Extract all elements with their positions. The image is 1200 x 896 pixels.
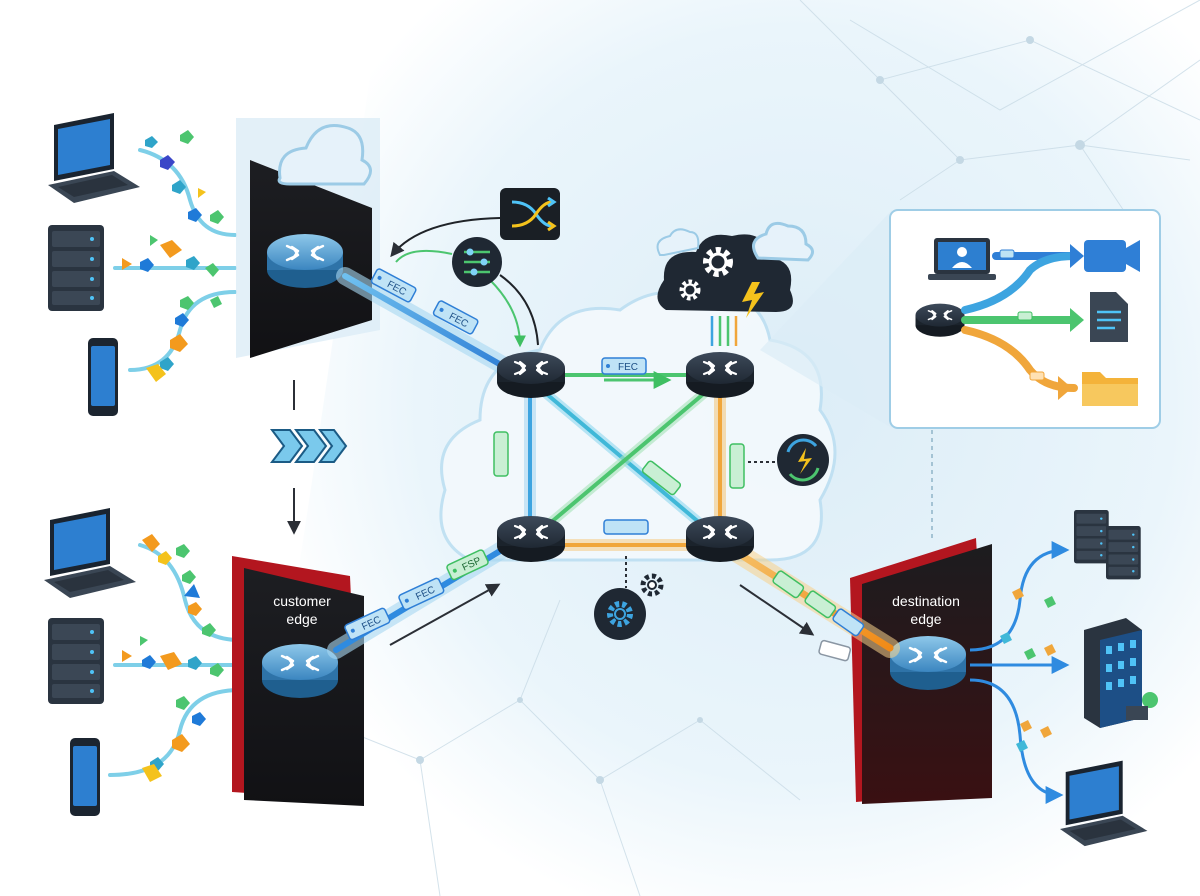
- cloud-icon: [656, 228, 700, 256]
- gear-icon: [640, 573, 664, 597]
- document-icon: [1090, 292, 1128, 342]
- egress-packets: [1000, 588, 1056, 752]
- server-icon: [1106, 526, 1141, 580]
- background-network-nodes: [416, 36, 1085, 784]
- tag-fec-bottom-1: FEC: [344, 607, 391, 641]
- building-icon: [1084, 618, 1158, 728]
- customer-edge-panel: customer edge: [232, 556, 364, 806]
- router-icon: [260, 642, 340, 700]
- beam-top-ingress: [336, 267, 524, 381]
- tag-fsp-bottom: FSP: [446, 549, 489, 581]
- customer-edge-label-line1: customer: [273, 593, 331, 609]
- traffic-classification-panel: [760, 209, 1161, 540]
- data-packets-bottom: [122, 534, 224, 782]
- smartphone-icon: [88, 338, 118, 416]
- monitor-user-icon: [928, 238, 996, 280]
- sliders-icon: [452, 237, 502, 287]
- cloud-icon: [752, 221, 814, 262]
- gear-settings-cluster: [594, 556, 664, 640]
- refresh-icon: [777, 434, 829, 486]
- server-icon: [1074, 510, 1109, 564]
- destination-edge-label-line1: destination: [892, 593, 960, 609]
- flow-arrow-ingress: [389, 583, 501, 646]
- gear-icon: [607, 601, 633, 627]
- controller-links: [390, 217, 539, 348]
- chevron-arrows-icon: [270, 429, 348, 463]
- orchestration-feeds: [710, 316, 738, 346]
- egress-links: [969, 541, 1070, 804]
- router-icon: [495, 350, 567, 400]
- ingress-panel-top: [236, 118, 380, 358]
- packet-tag-markers: [999, 249, 1045, 381]
- destination-edge-label-line2: edge: [910, 611, 941, 627]
- server-icon: [48, 225, 104, 311]
- router-icon: [684, 350, 756, 400]
- core-unlabeled-tags: [493, 431, 865, 662]
- tag-fec-bottom-2: FEC: [398, 577, 445, 611]
- destination-edge-panel: destination edge: [850, 538, 992, 804]
- lightning-icon: [742, 282, 764, 318]
- svg-text:FEC: FEC: [618, 362, 638, 373]
- background-network-lines: [319, 0, 1200, 896]
- cloud-icon: [277, 124, 372, 186]
- data-packets-top: [122, 130, 224, 382]
- server-icon: [48, 618, 104, 704]
- flow-down-indicator: [270, 380, 348, 535]
- tag-fec-top-2: FEC: [432, 300, 479, 335]
- flow-arrow-egress: [739, 584, 815, 636]
- router-icon: [888, 634, 968, 692]
- router-icon: [684, 514, 756, 564]
- tag-fec-top-1: FEC: [370, 268, 417, 303]
- customer-edge-label-line2: edge: [286, 611, 317, 627]
- router-icon: [914, 302, 966, 338]
- tag-fec-core-top: FEC: [601, 357, 647, 375]
- smartphone-icon: [70, 738, 100, 816]
- router-icon: [265, 232, 345, 290]
- shuffle-icon: [500, 188, 560, 240]
- folder-icon: [1082, 372, 1138, 406]
- video-camera-icon: [1084, 240, 1140, 272]
- router-icon: [495, 514, 567, 564]
